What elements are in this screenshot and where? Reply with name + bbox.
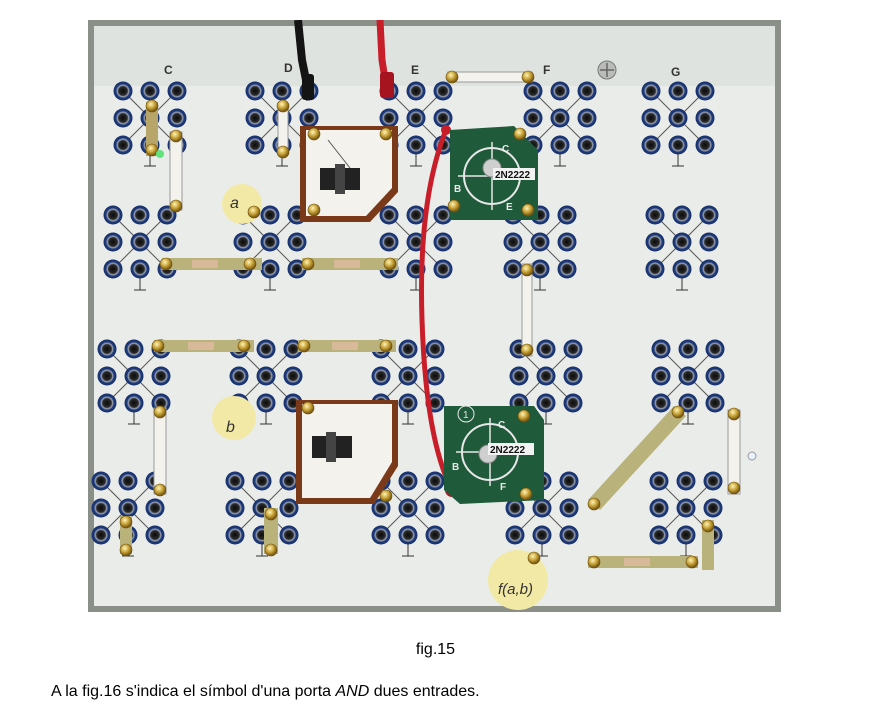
transistor-2-pin-b: B xyxy=(452,462,459,473)
figure-caption: fig.15 xyxy=(415,641,456,658)
transistor-1-pin-e: E xyxy=(506,202,513,213)
paragraph-text-end: dues entrades. xyxy=(369,683,480,700)
transistor-2-number: 1 xyxy=(463,410,469,421)
component-strips xyxy=(119,70,757,570)
red-jumper-wire xyxy=(419,129,455,492)
output-tag-label: f(a,b) xyxy=(498,581,533,598)
transistor-1-pin-c: C xyxy=(502,144,509,155)
column-label-d: D xyxy=(284,61,293,75)
switch-module-top xyxy=(300,126,398,222)
input-tag-a-label: a xyxy=(230,195,239,212)
column-label-c: C xyxy=(164,63,173,77)
transistor-2-pin-c: C xyxy=(498,420,505,431)
transistor-1-label-bg xyxy=(493,168,535,180)
transistor-module-2: 1 2N2222 C B F xyxy=(444,405,544,504)
body-paragraph: A la fig.16 s'indica el símbol d'una por… xyxy=(51,683,480,701)
transistor-module-1: 2N2222 C B E xyxy=(447,126,538,220)
paragraph-text-start: A la fig.16 s'indica el símbol d'una por… xyxy=(51,683,336,700)
transistor-2-label: 2N2222 xyxy=(490,445,525,456)
column-label-f: F xyxy=(543,63,550,77)
transistor-1-label: 2N2222 xyxy=(495,170,530,181)
transistor-2-number-badge xyxy=(457,405,475,423)
breadboard-photo: C D E F G xyxy=(88,20,781,612)
paragraph-emphasis: AND xyxy=(335,683,370,700)
input-tag-b: b xyxy=(212,396,256,440)
column-label-e: E xyxy=(411,63,419,77)
input-tag-a: a xyxy=(222,184,262,224)
transistor-2-pin-f: F xyxy=(500,482,506,493)
input-tag-b-label: b xyxy=(226,419,235,436)
transistor-1-pin-b: B xyxy=(454,184,461,195)
column-label-g: G xyxy=(671,65,680,79)
switch-module-bottom xyxy=(296,400,398,504)
output-tag: f(a,b) xyxy=(488,550,548,610)
